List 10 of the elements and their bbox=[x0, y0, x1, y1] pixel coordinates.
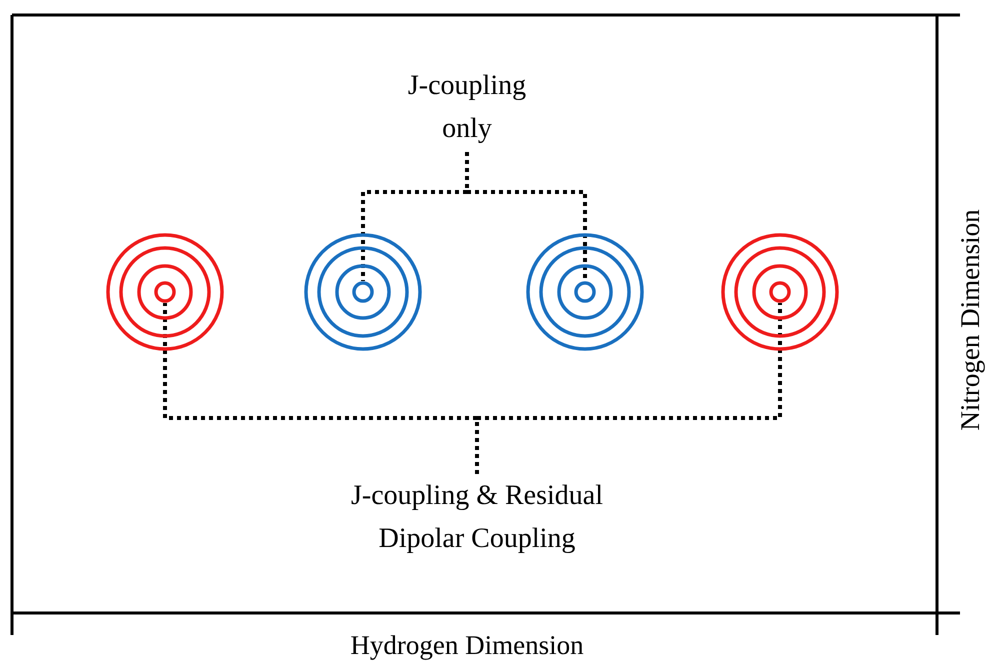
annotation-text: J-coupling only bbox=[406, 69, 528, 146]
bracket-line bbox=[465, 152, 587, 281]
axis-label: Nitrogen Dimension bbox=[955, 209, 985, 431]
axis-label: Hydrogen Dimension bbox=[350, 630, 584, 660]
bracket-line bbox=[475, 303, 782, 474]
contour-peak bbox=[303, 232, 423, 352]
annotation-text: J-coupling & Residual Dipolar Coupling bbox=[350, 479, 604, 556]
contour-peak bbox=[105, 232, 225, 352]
contour-peak bbox=[720, 232, 840, 352]
contour-peak bbox=[525, 232, 645, 352]
